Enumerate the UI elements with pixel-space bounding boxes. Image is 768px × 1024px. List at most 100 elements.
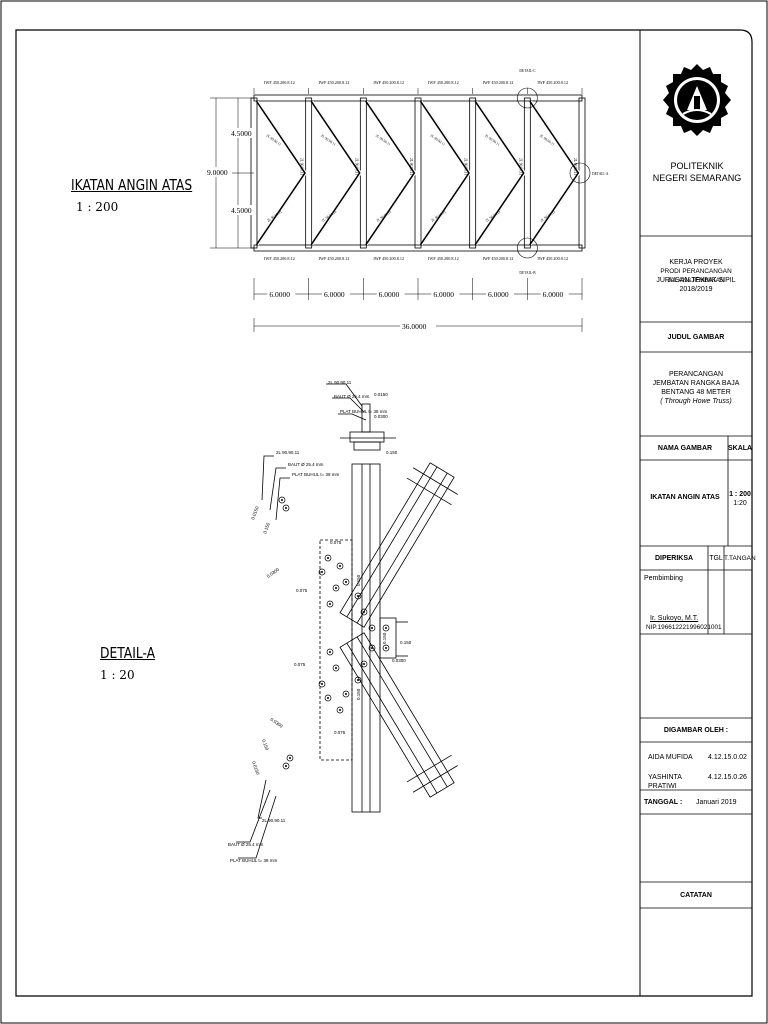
bolt-center — [345, 693, 347, 695]
bolt-hole — [286, 754, 294, 762]
segment-dim-bg — [486, 289, 514, 298]
segment-dim-bg — [376, 289, 405, 298]
detail-angle-label-3: 2L 90.90.11 — [262, 818, 286, 823]
segment-dim-text: 6.0000 — [433, 290, 454, 299]
digambar-oleh-header: DIGAMBAR OLEH : — [663, 727, 729, 734]
bolt-hole — [324, 694, 332, 702]
bottom-profile-label: IWF 450.200.8.12 — [537, 256, 568, 261]
diagonal-upper-inner — [312, 100, 362, 174]
detail-dim-rot-2: 0.150 — [262, 522, 271, 535]
diagonal-lower-inner — [257, 172, 308, 246]
bolt-hole — [368, 624, 376, 632]
bolt-center — [327, 697, 329, 699]
vertical-label: 2L 90.90.11 — [354, 158, 358, 175]
bolt-hole — [326, 648, 334, 656]
project-line-3: JURUSAN TEKNIK SIPIL — [656, 277, 736, 284]
diagonal-upper-inner — [421, 100, 472, 174]
tanggal-label: TANGGAL : — [644, 799, 683, 806]
detail-a-label: DETAIL-A — [592, 172, 609, 176]
detail-a-circle — [569, 162, 591, 184]
upper-diagonal — [339, 462, 458, 628]
diagonal-lower — [529, 172, 581, 246]
half-dim-bg-1 — [230, 128, 254, 138]
tanggal-value: Januari 2019 — [696, 799, 737, 806]
nama-gambar-value: IKATAN ANGIN ATAS — [650, 494, 720, 501]
tgl-header: TGL — [709, 555, 723, 562]
diagonal-upper-inner — [476, 100, 526, 174]
bolt-hole — [368, 644, 376, 652]
width-dim-bg — [206, 167, 230, 177]
bolt-hole — [360, 660, 368, 668]
detail-dim-b-1: 0.075 — [330, 540, 342, 545]
diperiksa-header: DIPERIKSA — [654, 555, 694, 562]
detail-dim-rot-5: 0.150 — [261, 739, 270, 752]
detail-dim-c-5: 0.150 — [356, 574, 361, 586]
diagonal-lower-inner — [366, 172, 417, 246]
bolt-hole — [342, 690, 350, 698]
vertical-chord — [351, 463, 381, 813]
top-profile-label: IWF 450.200.8.12 — [319, 80, 350, 85]
bolt-center — [285, 765, 287, 767]
diagonal-lower — [255, 172, 307, 246]
bolt-center — [371, 647, 373, 649]
detail-a-bolts — [278, 496, 390, 770]
vertical-label: 2L 90.90.11 — [464, 158, 468, 175]
bolt-center — [335, 667, 337, 669]
segment-dim-bg — [322, 289, 350, 298]
bolt-center — [329, 603, 331, 605]
bolt-hole — [332, 664, 340, 672]
project-line-2: PRODI PERANCANGAN JALAN&JEMBATAN — [660, 268, 732, 284]
segment-dim-bg — [540, 289, 569, 298]
bolt-hole — [324, 554, 332, 562]
skala-value-2: 1:20 — [733, 500, 747, 507]
detail-plate-label-3: PLAT BUHUL t= 38 mm — [230, 858, 278, 863]
bolt-center — [281, 499, 283, 501]
pembimbing-name: Ir. Sukoyo, M.T. — [650, 615, 699, 622]
skala-header: SKALA — [728, 445, 753, 452]
bolt-center — [289, 757, 291, 759]
diagonal-upper-inner — [530, 100, 581, 174]
detail-dim-c: 0.150 — [386, 450, 398, 455]
bolt-center — [339, 565, 341, 567]
detail-dim-a: 0.0300 — [374, 414, 388, 419]
detail-dim-rot-4: 0.0300 — [269, 717, 284, 729]
diagonal-lower-inner — [421, 172, 472, 246]
student-2-name: YASHINTA PRATIWI — [648, 774, 682, 790]
bolt-center — [285, 507, 287, 509]
institution-name: POLITEKNIK NEGERI SEMARANG — [652, 161, 742, 183]
bolt-center — [363, 663, 365, 665]
skala-value-1: 1 : 200 — [729, 491, 751, 498]
top-view-title: IKATAN ANGIN ATAS — [71, 176, 193, 194]
judul-line-3: BENTANG 48 METER — [661, 389, 731, 396]
detail-dim-a-2: 0.0300 — [392, 658, 406, 663]
project-line-4: 2018/2019 — [679, 286, 713, 293]
total-dim-bg — [400, 321, 436, 330]
detail-scale: 1 : 20 — [100, 668, 135, 682]
detail-b-circle — [517, 237, 538, 259]
diagonal-lower — [419, 172, 471, 246]
detail-b-label: DETAIL-B — [519, 271, 536, 275]
bolt-hole — [382, 644, 390, 652]
bottom-profile-label: IWF 450.200.8.12 — [319, 256, 350, 261]
half-dim-text-2: 4.5000 — [231, 206, 252, 215]
bolt-hole — [360, 608, 368, 616]
detail-plate-label-2: PLAT BUHUL t= 38 mm — [292, 472, 340, 477]
bolt-hole — [318, 680, 326, 688]
top-profile-label: IWF 450.200.8.12 — [373, 80, 404, 85]
diagonal-upper — [310, 100, 362, 174]
inner-frame — [15, 29, 753, 997]
top-profile-label: IWF 450.200.8.12 — [537, 80, 568, 85]
segment-dim-text: 6.0000 — [488, 290, 509, 299]
bolt-hole — [332, 584, 340, 592]
diagonal-lower-inner — [312, 172, 362, 246]
student-1-id: 4.12.15.0.02 — [708, 754, 747, 761]
bolt-center — [363, 611, 365, 613]
bolt-center — [357, 595, 359, 597]
bolt-center — [321, 683, 323, 685]
detail-c-circle — [517, 87, 538, 109]
bolt-center — [327, 557, 329, 559]
bolt-center — [335, 587, 337, 589]
top-profile-label: IWF 450.200.8.12 — [428, 80, 459, 85]
catatan-header: CATATAN — [680, 892, 712, 899]
